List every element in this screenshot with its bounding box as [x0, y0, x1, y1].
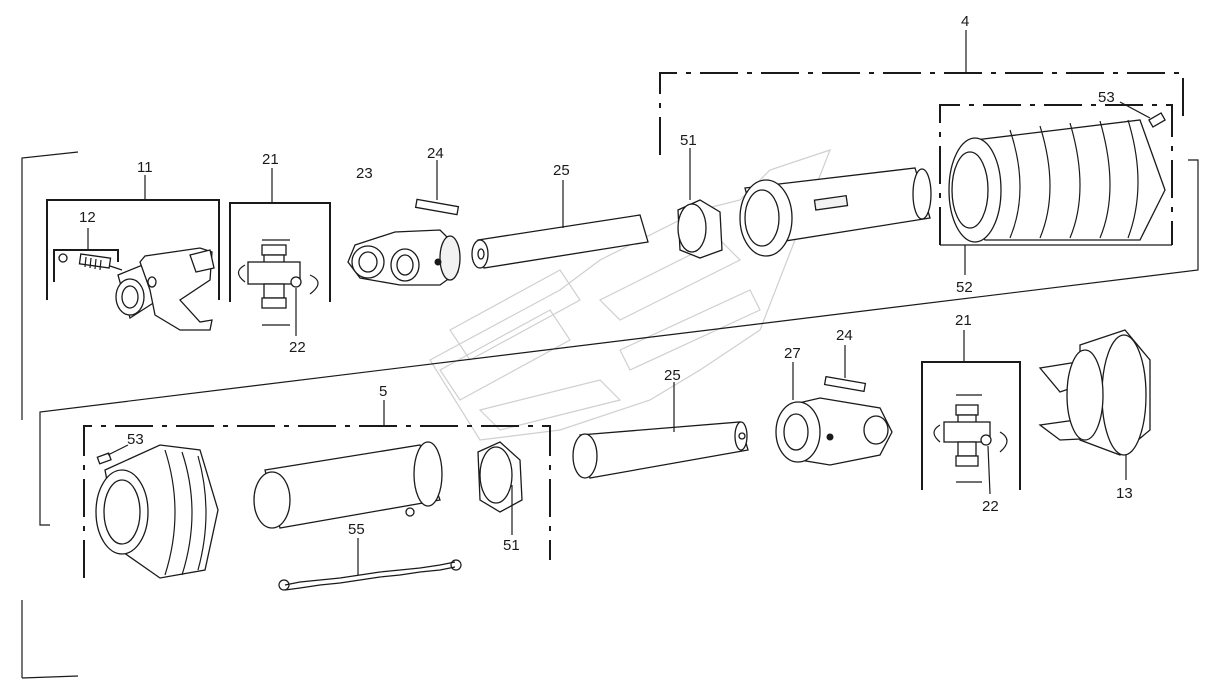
label-24a: 24	[427, 145, 444, 162]
label-25b: 25	[664, 367, 681, 384]
label-27: 27	[784, 345, 801, 362]
label-5: 5	[379, 383, 387, 400]
label-53b: 53	[127, 431, 144, 448]
label-22b: 22	[982, 498, 999, 515]
label-21b: 21	[955, 312, 972, 329]
coupling-part-13	[1038, 329, 1151, 480]
inner-tube-part-5	[253, 441, 443, 529]
pin-part-24b	[823, 345, 867, 393]
label-55: 55	[348, 521, 365, 538]
label-13: 13	[1116, 485, 1133, 502]
cross-bearing-part-21b	[933, 394, 1008, 483]
group-12-bracket	[53, 228, 119, 282]
screw-part-53b	[96, 444, 129, 465]
bearing-ring-part-51b	[477, 441, 523, 535]
label-52: 52	[956, 279, 973, 296]
label-24b: 24	[836, 327, 853, 344]
watermark-logo	[429, 149, 832, 441]
screw-part-53a	[1119, 101, 1166, 128]
label-51b: 51	[503, 537, 520, 554]
callout-labels: 4 53 51 25 24 23 21 11 12 22 52 21 24 27…	[79, 13, 1133, 554]
group-4-bracket	[659, 30, 1184, 155]
outer-tube-part-4	[739, 167, 932, 257]
group-52-bracket	[939, 104, 1173, 275]
group-5-bracket	[83, 400, 551, 578]
label-53a: 53	[1098, 89, 1115, 106]
bearing-ring-part-51a	[677, 148, 723, 259]
assembly-brackets	[21, 151, 1199, 679]
label-21a: 21	[262, 151, 279, 168]
group-21-bracket-b	[921, 330, 1021, 490]
label-23: 23	[356, 165, 373, 182]
yoke-part-27	[775, 362, 893, 466]
yoke-part-11	[115, 247, 215, 331]
tube-part-25b	[572, 382, 749, 479]
yoke-part-23	[347, 229, 461, 286]
label-22a: 22	[289, 339, 306, 356]
group-21-bracket-a	[229, 168, 331, 302]
tube-part-25a	[471, 180, 649, 269]
label-11: 11	[137, 159, 153, 176]
screw-part-12	[58, 253, 123, 271]
chain-part-55	[278, 538, 462, 591]
guard-cone-part-52	[948, 119, 1166, 243]
label-25a: 25	[553, 162, 570, 179]
cross-bearing-part-21a	[237, 239, 319, 326]
pin-part-24a	[414, 160, 460, 216]
group-11-bracket	[46, 175, 220, 300]
guard-cone-part-5	[95, 444, 219, 579]
label-51a: 51	[680, 132, 697, 149]
label-12: 12	[79, 209, 96, 226]
label-4: 4	[961, 13, 969, 30]
